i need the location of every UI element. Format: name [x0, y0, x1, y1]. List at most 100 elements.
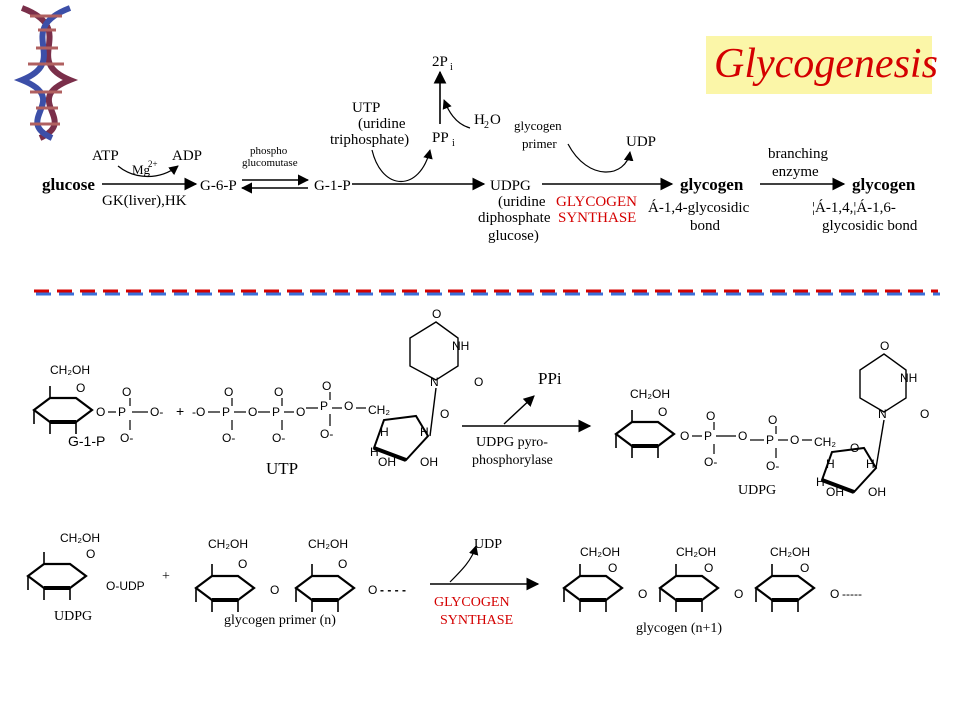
- udpg-p2-ominus: O-: [766, 459, 779, 473]
- h2o-tail: O: [490, 112, 501, 128]
- utp-p1-ominus: O-: [222, 431, 235, 445]
- utp-label: UTP: [266, 459, 298, 478]
- utp-ribose-o: O: [440, 407, 449, 421]
- primer-link-o: O: [270, 583, 279, 597]
- b-udpg-o: O: [86, 547, 95, 561]
- atp-label: ATP: [92, 148, 119, 164]
- branching-label-1: branching: [768, 146, 828, 162]
- utp-n1: N: [430, 375, 439, 389]
- branching-label-2: enzyme: [772, 164, 819, 180]
- udpg-full-1: (uridine: [498, 194, 546, 210]
- utp-o1: O: [248, 405, 257, 419]
- glycogen-synthase-1: GLYCOGEN: [556, 194, 637, 210]
- prod-ch2oh-3: CH₂OH: [770, 545, 810, 559]
- ppi-sub: i: [452, 138, 455, 149]
- bond-2b: glycosidic bond: [822, 218, 918, 234]
- primer-end-o: O: [368, 583, 377, 597]
- g1p-o-minus: O-: [150, 405, 163, 419]
- utp-p1-o: O: [224, 385, 233, 399]
- udpg-full-3: glucose): [488, 228, 539, 244]
- phospho-label: phospho: [250, 145, 288, 157]
- page-title: Glycogenesis: [714, 41, 938, 87]
- mg-label: Mg: [132, 162, 151, 177]
- utp-oh-2: OH: [420, 455, 438, 469]
- primer-ch2oh-1: CH₂OH: [208, 537, 248, 551]
- udpg-label: UDPG: [490, 178, 531, 194]
- udpg-oh-1: OH: [826, 485, 844, 499]
- g1p-p-o-top: O: [122, 385, 131, 399]
- bond-2a: ¦Á-1,4,¦Á-1,6-: [812, 199, 896, 216]
- g1p-ch2oh: CH₂OH: [50, 363, 90, 377]
- prod-dashes: -----: [842, 587, 862, 601]
- b-synthase-1: GLYCOGEN: [434, 595, 510, 610]
- utp-o-right: O: [474, 375, 483, 389]
- udpg-p2-o: O: [768, 413, 777, 427]
- utp-o-top: O: [432, 307, 441, 321]
- utp-ribose-h3: H: [370, 445, 379, 459]
- utp-full-2: triphosphate): [330, 132, 409, 148]
- primer-label: glycogen primer (n): [224, 613, 336, 628]
- udpg-ribose-h2: H: [866, 457, 875, 471]
- b-udp-label: UDP: [474, 537, 502, 552]
- middle-reaction: CH₂OH O O P O O- O- G-1-P + -O P O O- O …: [32, 307, 929, 499]
- udp-label: UDP: [626, 134, 656, 150]
- g1p-label: G-1-P: [314, 178, 351, 194]
- gk-label: GK(liver),HK: [102, 193, 187, 209]
- glycogen-label-1: glycogen: [680, 175, 744, 194]
- b-udpg-ch2oh: CH₂OH: [60, 531, 100, 545]
- pyrophosphorylase-1: UDPG pyro-: [476, 435, 548, 450]
- product-label: glycogen (n+1): [636, 621, 722, 636]
- utp-p2-ominus: O-: [272, 431, 285, 445]
- b-udpg-label: UDPG: [54, 609, 92, 624]
- g1p-ring-o: O: [76, 381, 85, 395]
- utp-ribose-h2: H: [420, 425, 429, 439]
- primer-dots: - - - -: [380, 583, 406, 597]
- udpg-full-2: diphosphate: [478, 210, 551, 226]
- utp-o2: O: [296, 405, 305, 419]
- udpg-ribose-h3: H: [816, 475, 825, 489]
- udpg-ribose-h1: H: [826, 457, 835, 471]
- udpg-p2: P: [766, 433, 774, 447]
- b-plus-sign: +: [162, 569, 170, 584]
- mg-charge: 2+: [148, 159, 158, 169]
- two-pi-sub: i: [450, 62, 453, 73]
- h2o-sub: 2: [484, 120, 489, 131]
- utp-p3-o: O: [322, 379, 331, 393]
- udpg-o2: O: [738, 429, 747, 443]
- ppi-label: PP: [432, 130, 449, 146]
- g1p-o1: O: [96, 405, 105, 419]
- bond-1a: Á-1,4-glycosidic: [648, 199, 750, 216]
- udpg-ring-o: O: [658, 405, 667, 419]
- o-udp-label: O-UDP: [106, 579, 145, 593]
- udpg-o3: O: [790, 433, 799, 447]
- utp-full-1: (uridine: [358, 116, 406, 132]
- udpg-nh: NH: [900, 371, 917, 385]
- udpg-ribose-o: O: [850, 441, 859, 455]
- udpg-ch2: CH₂: [814, 435, 836, 449]
- glucose-label: glucose: [42, 175, 95, 194]
- utp-p1: P: [222, 405, 230, 419]
- prod-ch2oh-1: CH₂OH: [580, 545, 620, 559]
- udpg-o-top: O: [880, 339, 889, 353]
- g6p-label: G-6-P: [200, 178, 237, 194]
- udpg-o1: O: [680, 429, 689, 443]
- utp-neg-o: -O: [192, 405, 205, 419]
- utp-p2-o: O: [274, 385, 283, 399]
- dna-helix-icon: [13, 5, 79, 141]
- udpg-p1-ominus: O-: [704, 455, 717, 469]
- utp-p3: P: [320, 399, 328, 413]
- utp-p2: P: [272, 405, 280, 419]
- primer-ch2oh-2: CH₂OH: [308, 537, 348, 551]
- udpg-n1: N: [878, 407, 887, 421]
- udpg-p1-o: O: [706, 409, 715, 423]
- g1p-label: G-1-P: [68, 433, 105, 449]
- utp-p3-ominus: O-: [320, 427, 333, 441]
- glycogen-synthase-2: SYNTHASE: [558, 210, 636, 226]
- bottom-reaction: CH₂OH O O-UDP UDPG + CH₂OH O O CH₂OH O O…: [26, 531, 862, 636]
- glucomutase-label: glucomutase: [242, 157, 298, 169]
- utp-label: UTP: [352, 100, 380, 116]
- glycogen-label-2: glycogen: [852, 175, 916, 194]
- b-synthase-2: SYNTHASE: [440, 613, 513, 628]
